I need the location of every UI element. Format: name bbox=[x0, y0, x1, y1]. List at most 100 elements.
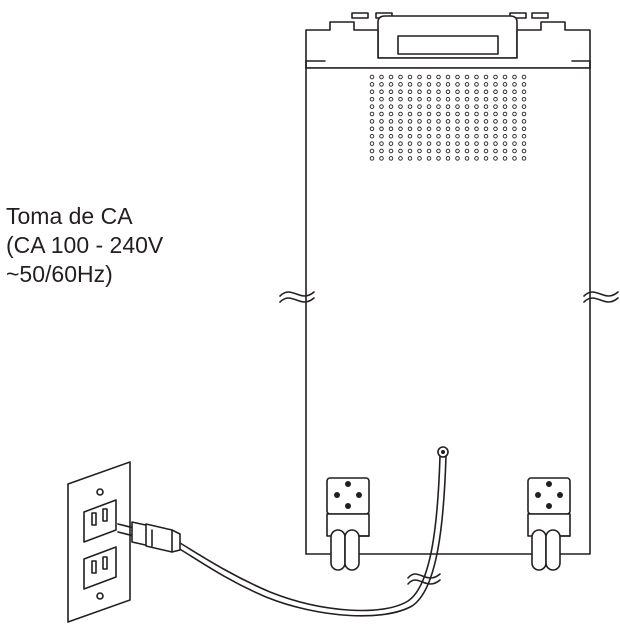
grille-hole bbox=[483, 104, 489, 109]
grille-hole bbox=[521, 82, 527, 87]
grille-hole bbox=[464, 82, 470, 87]
power-cable-icon bbox=[177, 446, 449, 617]
grille-hole bbox=[388, 104, 394, 109]
grille-hole bbox=[379, 126, 384, 132]
grille-hole bbox=[483, 111, 489, 117]
grille-hole bbox=[388, 133, 394, 139]
grille-hole bbox=[436, 126, 441, 132]
grille-hole bbox=[493, 148, 498, 154]
grille-hole bbox=[407, 111, 413, 117]
grille-hole bbox=[369, 119, 375, 124]
grille-hole bbox=[417, 111, 422, 117]
grille-hole bbox=[436, 156, 441, 161]
grille-hole bbox=[379, 74, 384, 80]
grille-hole bbox=[502, 82, 508, 87]
grille-hole bbox=[493, 89, 498, 95]
grille-hole bbox=[455, 96, 460, 102]
grille-hole bbox=[502, 89, 508, 95]
grille-hole bbox=[455, 74, 460, 80]
grille-hole bbox=[474, 156, 479, 161]
carry-handle bbox=[377, 15, 518, 59]
grille-hole bbox=[369, 148, 375, 154]
grille-hole bbox=[436, 82, 441, 87]
grille-hole bbox=[502, 96, 508, 102]
grille-hole bbox=[407, 104, 413, 109]
grille-hole bbox=[474, 89, 479, 95]
socket-lower bbox=[83, 546, 117, 600]
grille-hole bbox=[474, 148, 479, 154]
grille-hole bbox=[464, 141, 470, 146]
grille-hole bbox=[445, 96, 451, 102]
grille-hole bbox=[455, 82, 460, 87]
break-mark-left bbox=[279, 291, 315, 297]
grille-hole bbox=[445, 111, 451, 117]
grille-hole bbox=[426, 111, 432, 117]
grille-hole bbox=[407, 133, 413, 139]
grille-hole bbox=[398, 104, 403, 109]
grille-hole bbox=[455, 148, 460, 154]
grille-hole bbox=[436, 133, 441, 139]
caster-right bbox=[527, 477, 571, 571]
grille-hole bbox=[388, 119, 394, 124]
grille-hole bbox=[445, 104, 451, 109]
power-plug-icon bbox=[117, 521, 181, 553]
grille-hole bbox=[407, 74, 413, 80]
grille-hole bbox=[388, 156, 394, 161]
grille-hole bbox=[388, 148, 394, 154]
grille-hole bbox=[455, 141, 460, 146]
break-mark-right bbox=[583, 291, 619, 297]
grille-hole bbox=[474, 82, 479, 87]
grille-hole bbox=[398, 119, 403, 124]
grille-hole bbox=[388, 141, 394, 146]
grille-hole bbox=[388, 126, 394, 132]
grille-hole bbox=[407, 119, 413, 124]
grille-hole bbox=[464, 74, 470, 80]
grille-hole bbox=[445, 82, 451, 87]
grille-hole bbox=[398, 89, 403, 95]
grille-hole bbox=[426, 82, 432, 87]
grille-hole bbox=[493, 96, 498, 102]
grille-hole bbox=[426, 119, 432, 124]
grille-hole bbox=[483, 119, 489, 124]
grille-hole bbox=[474, 96, 479, 102]
grille-hole bbox=[398, 96, 403, 102]
grille-hole bbox=[493, 133, 498, 139]
grille-hole bbox=[445, 148, 451, 154]
grille-hole bbox=[455, 104, 460, 109]
grille-hole bbox=[445, 156, 451, 161]
grille-hole bbox=[512, 141, 517, 146]
grille-hole bbox=[493, 82, 498, 87]
grille-hole bbox=[464, 148, 470, 154]
grille-hole bbox=[436, 119, 441, 124]
grille-hole bbox=[407, 141, 413, 146]
grille-hole bbox=[426, 89, 432, 95]
grille-hole bbox=[502, 133, 508, 139]
grille-hole bbox=[502, 156, 508, 161]
grille-hole bbox=[398, 156, 403, 161]
grille-hole bbox=[474, 119, 479, 124]
grille-hole bbox=[455, 111, 460, 117]
grille-hole bbox=[426, 104, 432, 109]
grille-hole bbox=[398, 126, 403, 132]
grille-hole bbox=[388, 111, 394, 117]
grille-hole bbox=[369, 111, 375, 117]
grille-hole bbox=[483, 141, 489, 146]
grille-hole bbox=[426, 133, 432, 139]
grille-hole bbox=[417, 141, 422, 146]
grille-hole bbox=[512, 126, 517, 132]
grille-hole bbox=[445, 119, 451, 124]
grille-hole bbox=[502, 104, 508, 109]
grille-hole bbox=[445, 141, 451, 146]
grille-hole bbox=[426, 96, 432, 102]
grille-hole bbox=[521, 74, 527, 80]
grille-hole bbox=[426, 156, 432, 161]
grille-hole bbox=[512, 82, 517, 87]
outlet-label: Toma de CA (CA 100 - 240V ~50/60Hz) bbox=[6, 202, 163, 289]
grille-hole bbox=[379, 89, 384, 95]
grille-hole bbox=[464, 126, 470, 132]
grille-hole bbox=[417, 119, 422, 124]
grille-hole bbox=[398, 111, 403, 117]
grille-hole bbox=[521, 111, 527, 117]
grille-hole bbox=[398, 148, 403, 154]
